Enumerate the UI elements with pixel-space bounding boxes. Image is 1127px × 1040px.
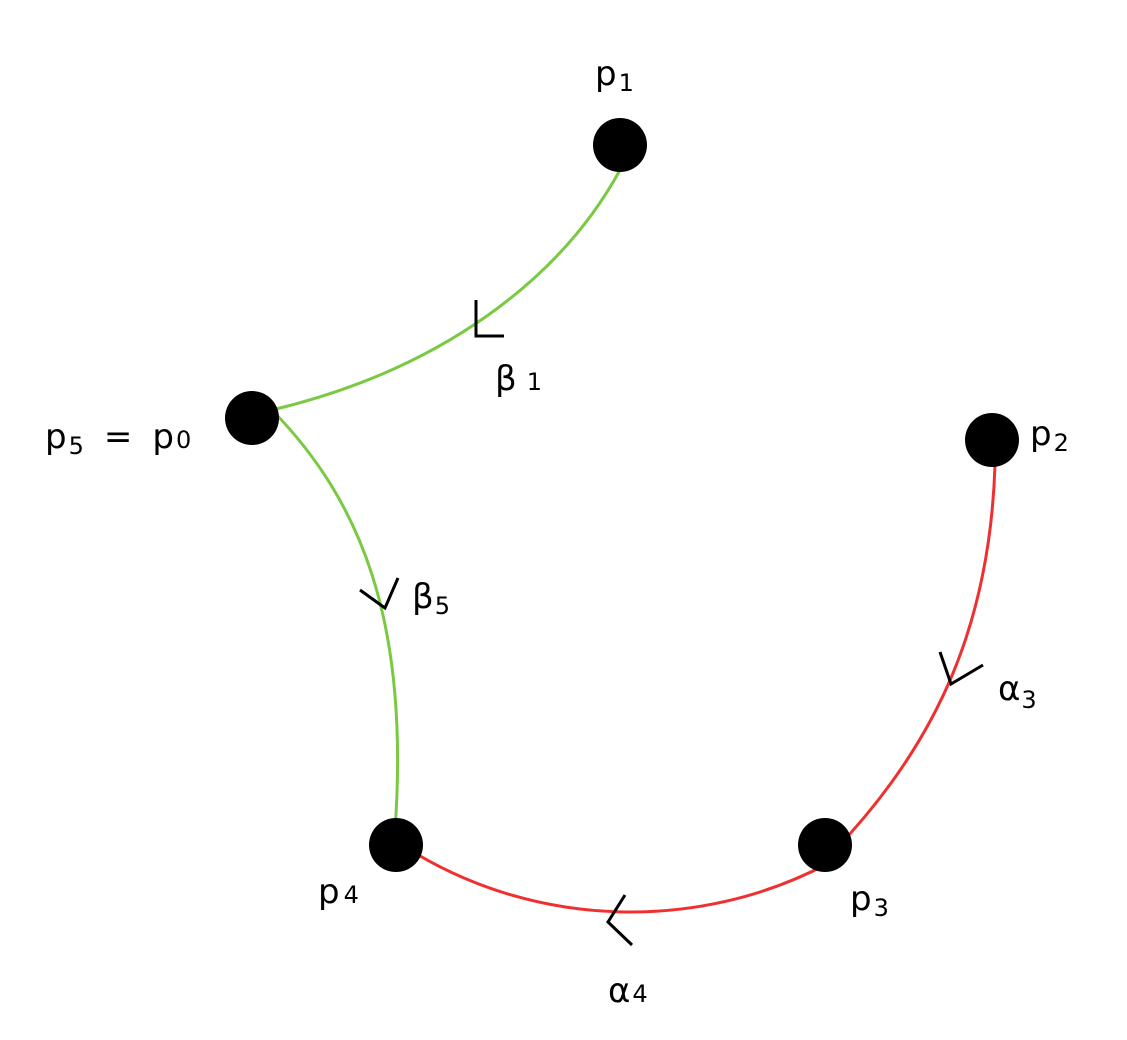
label-p5-eq-p0: p5=p0 (45, 417, 191, 460)
label-p1: p1 (595, 54, 634, 97)
arrow-alpha4-icon (606, 894, 634, 947)
label-alpha4: α4 (608, 971, 648, 1011)
label-p2: p2 (1030, 414, 1069, 457)
node-p2 (965, 413, 1019, 467)
edge-alpha3 (833, 464, 997, 852)
node-p4 (369, 818, 423, 872)
arrow-alpha3-icon (938, 651, 984, 687)
edge-beta1 (271, 169, 622, 412)
label-alpha3: α3 (998, 669, 1037, 714)
node-p0 (225, 391, 279, 445)
label-beta5: β5 (412, 577, 450, 620)
node-p3 (798, 818, 852, 872)
edge-beta5 (270, 408, 400, 831)
label-p3: p3 (850, 879, 889, 922)
arrow-beta5-icon (359, 577, 400, 611)
node-p1 (593, 118, 647, 172)
arrow-beta1-icon (474, 300, 504, 338)
edge-alpha4 (409, 848, 826, 914)
